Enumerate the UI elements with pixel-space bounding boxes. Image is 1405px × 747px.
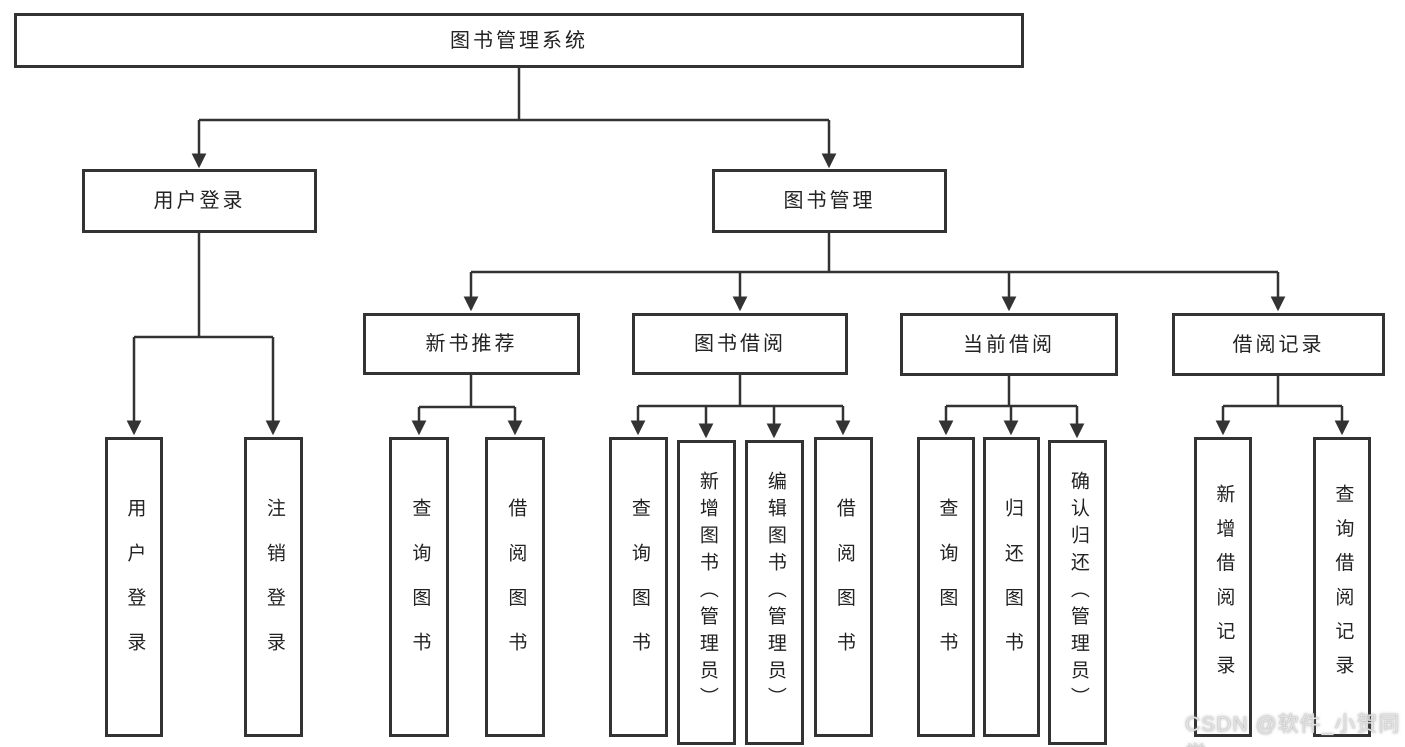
leaf-logout: 注销登录 <box>244 437 303 737</box>
leaf-query-borrow-record: 查询借阅记录 <box>1313 437 1371 737</box>
leaf-query-books-recommend: 查询图书 <box>389 437 449 737</box>
node-user-login: 用户登录 <box>82 169 317 233</box>
node-book-management: 图书管理 <box>712 169 947 233</box>
leaf-edit-books-admin: 编辑图书（管理员） <box>745 440 804 745</box>
leaf-query-books-borrowing: 查询图书 <box>609 437 668 737</box>
leaf-confirm-return-admin: 确认归还（管理员） <box>1048 440 1107 745</box>
leaf-user-login: 用户登录 <box>105 437 163 737</box>
node-new-book-recommendation: 新书推荐 <box>363 313 580 375</box>
node-current-borrowing: 当前借阅 <box>900 313 1118 376</box>
leaf-add-borrow-record: 新增借阅记录 <box>1194 437 1252 737</box>
leaf-return-books: 归还图书 <box>983 437 1040 737</box>
csdn-watermark: CSDN @软件_小贺同学 <box>1185 713 1401 747</box>
node-library-management-system: 图书管理系统 <box>14 13 1024 68</box>
leaf-borrow-books-recommend: 借阅图书 <box>485 437 545 737</box>
connector-rails <box>134 68 1342 409</box>
node-book-borrowing: 图书借阅 <box>632 313 848 375</box>
leaf-add-books-admin: 新增图书（管理员） <box>677 440 736 745</box>
node-borrowing-records: 借阅记录 <box>1172 313 1385 376</box>
leaf-borrow-books-borrowing: 借阅图书 <box>814 437 873 737</box>
leaf-query-books-current: 查询图书 <box>917 437 975 737</box>
